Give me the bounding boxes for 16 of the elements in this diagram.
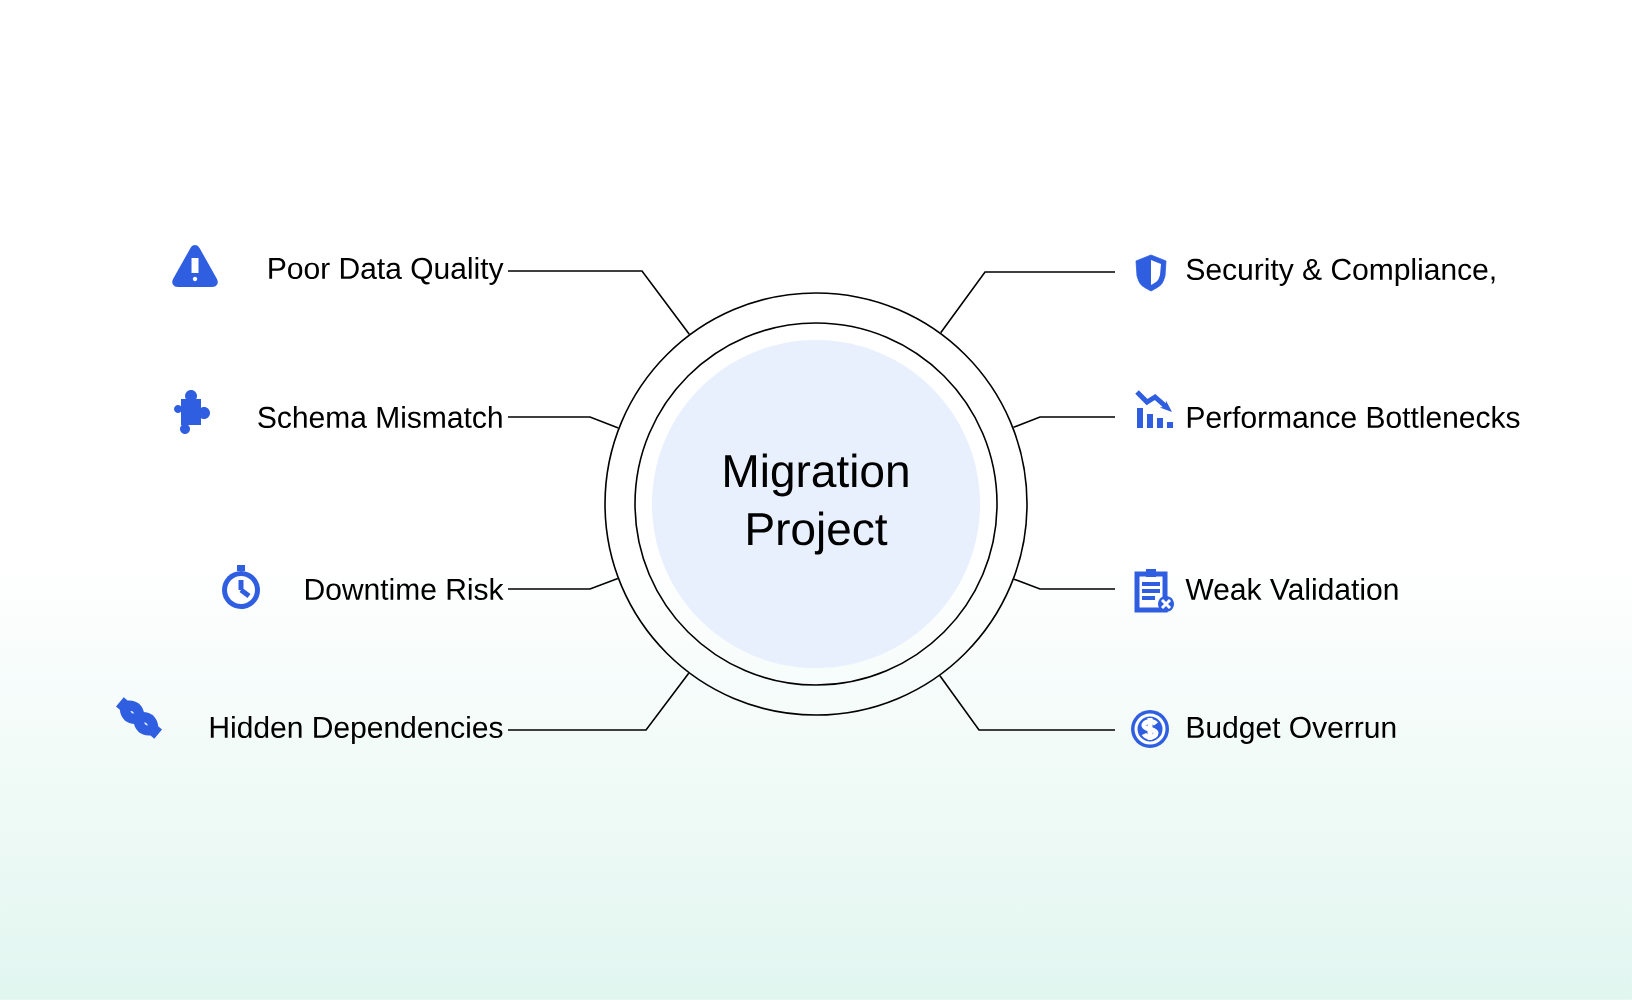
risk-label: Downtime Risk [306,578,504,600]
risk-label: Performance Bottlenecks [1187,406,1520,428]
connector-line [1013,578,1116,590]
connector-line [939,674,1116,731]
connector-line [507,577,619,590]
risk-label: Security & Compliance, [1186,258,1495,286]
connector-line [507,270,691,336]
risk-label: Hidden Dependencies [210,716,503,744]
connector-line [507,672,690,731]
connector-line [507,416,620,429]
risk-label: Weak Validation [1185,578,1398,600]
connector-line [1012,416,1116,429]
risk-label: Budget Overrun [1187,716,1396,744]
risk-label: Schema Mismatch [258,406,502,428]
connector-line [939,271,1116,334]
risk-label: Poor Data Quality [269,257,504,285]
